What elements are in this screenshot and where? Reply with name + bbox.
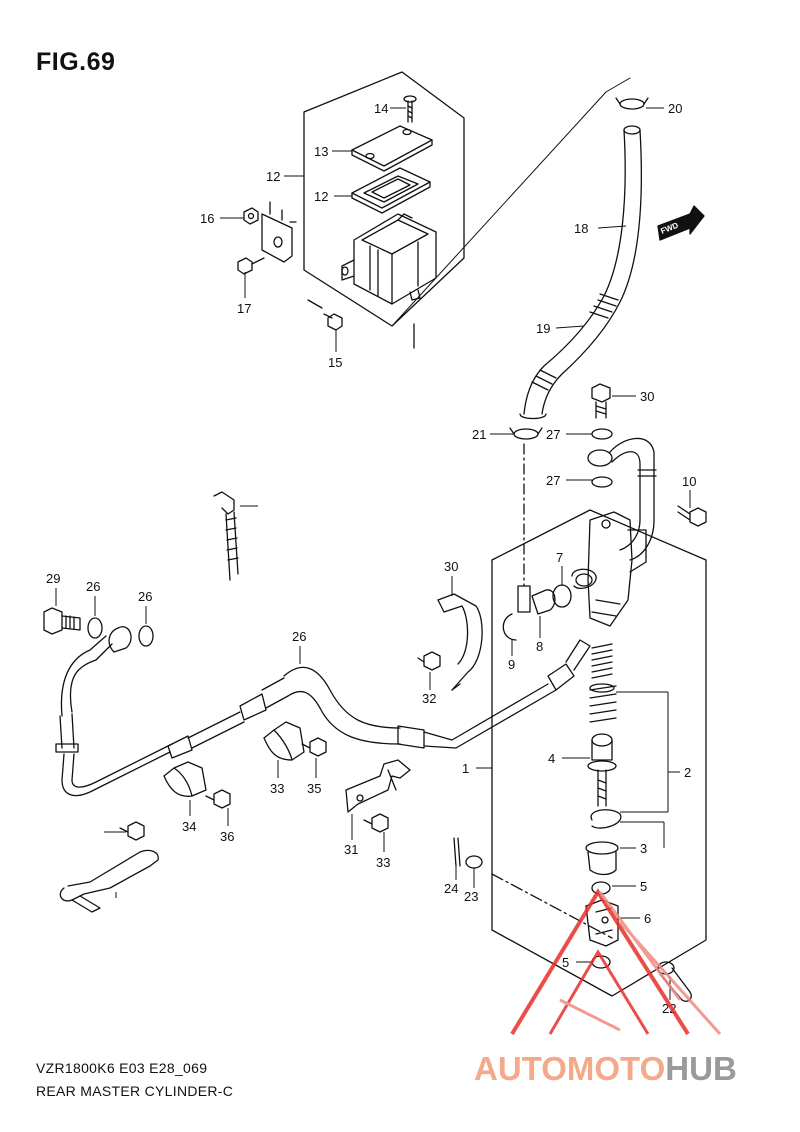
callout-26-left-1: 26: [86, 579, 100, 594]
callout-3: 3: [640, 841, 647, 856]
callout-33-lower: 36: [220, 829, 234, 844]
callout-5-lower: 5: [562, 955, 569, 970]
callout-6: 6: [644, 911, 651, 926]
callout-33-upper: 35: [307, 781, 321, 796]
callout-4: 4: [548, 751, 555, 766]
callout-18: 18: [574, 221, 588, 236]
watermark-text: AUTOMOTOHUB: [474, 1050, 737, 1087]
brake-hose: [55, 626, 591, 797]
mount-bolt-right: [677, 505, 707, 527]
reservoir-cap-screw: [403, 95, 417, 123]
callout-31: 33: [270, 781, 284, 796]
hose-bracket-upper: [437, 593, 483, 691]
callout-17: 17: [237, 301, 251, 316]
callout-23: 23: [464, 889, 478, 904]
callout-28: 30: [444, 559, 458, 574]
reservoir-bolt: [323, 313, 343, 331]
callout-14: 14: [374, 101, 388, 116]
callout-25: 26: [292, 629, 306, 644]
callout-27-top: 30: [640, 389, 654, 404]
master-cylinder-body: [571, 511, 647, 627]
callout-9: 9: [508, 657, 515, 672]
callout-5-upper: 5: [640, 879, 647, 894]
circlip: [590, 809, 622, 829]
callout-8: 8: [536, 639, 543, 654]
spring-bolt: [119, 821, 145, 841]
clevis-washer: [465, 855, 483, 869]
callout-30-upper: 32: [422, 691, 436, 706]
washer-top-1: [591, 428, 613, 440]
callout-26-top-1: 27: [546, 427, 560, 442]
figure-name: REAR MASTER CYLINDER-C: [36, 1083, 234, 1099]
frame-leader-2: [307, 299, 323, 309]
hose-bracket-lower: [345, 759, 411, 813]
clamp-bolt-33-upper: [301, 737, 327, 757]
banjo-bolt-left: [43, 607, 81, 635]
callout-15: 15: [328, 355, 342, 370]
hose-clamp-32: [163, 761, 207, 797]
callout-11: 12: [266, 169, 280, 184]
callout-26-left-2: 26: [138, 589, 152, 604]
callout-12: 12: [314, 189, 328, 204]
watermark-logo: [510, 888, 722, 1036]
figure-model-code: VZR1800K6 E03 E28_069: [36, 1060, 208, 1076]
leader-18: [597, 225, 627, 229]
hose-clamp-top: [615, 97, 649, 110]
bracket-bolt-upper: [417, 651, 441, 671]
watermark-text-part2: HUB: [665, 1050, 737, 1087]
reservoir-hose: [519, 125, 643, 420]
watermark-inner-triangle-icon: [548, 949, 650, 1035]
reservoir-body: [341, 213, 437, 305]
callout-1: 1: [462, 761, 469, 776]
banjo-bolt-top: [591, 383, 611, 419]
return-spring-hook: [59, 849, 159, 913]
watermark-text-part1: AUTOMOTO: [474, 1050, 665, 1087]
callout-10: 10: [682, 474, 696, 489]
callout-2: 2: [684, 765, 691, 780]
figure-title: FIG.69: [36, 48, 116, 76]
callout-30-lower: 33: [376, 855, 390, 870]
callout-19: 19: [536, 321, 550, 336]
callout-27-left: 29: [46, 571, 60, 586]
reservoir-group-frame: [303, 71, 465, 327]
hose-clip: [502, 613, 517, 641]
callout-29: 31: [344, 842, 358, 857]
frame-guide-line: [391, 91, 607, 327]
master-cylinder-frame: [491, 509, 707, 997]
callout-7: 7: [556, 550, 563, 565]
reservoir-diaphragm: [351, 167, 431, 214]
forward-direction-badge: [657, 205, 705, 241]
callout-24: 24: [444, 881, 458, 896]
reservoir-cap: [351, 125, 433, 172]
hose-clamp-bottom: [509, 427, 543, 440]
pin-alignment-line: [491, 873, 613, 939]
callout-32: 34: [182, 819, 196, 834]
bracket-bolt-lower: [363, 813, 389, 833]
o-ring: [552, 584, 572, 608]
hose-connector: [517, 585, 556, 615]
callout-26-top-2: 27: [546, 473, 560, 488]
watermark-triangle-icon: [510, 888, 690, 1036]
piston-pushrod: [587, 733, 617, 807]
callout-21: 21: [472, 427, 486, 442]
frame-guide-line-2: [605, 77, 631, 93]
brake-pipe-fitting: [587, 437, 657, 561]
washer-top-2: [591, 476, 613, 488]
leader-19: [555, 325, 585, 329]
callout-20: 20: [668, 101, 682, 116]
hose-clamp-31: [263, 721, 305, 761]
callout-16: 16: [200, 211, 214, 226]
callout-13: 13: [314, 144, 328, 159]
cotter-pin: [453, 837, 461, 867]
clamp-bolt-33-lower: [205, 789, 231, 809]
reservoir-mount-bracket: [237, 201, 297, 275]
dust-boot: [585, 841, 619, 876]
washer-left-1: [87, 617, 103, 639]
washer-left-2: [138, 625, 154, 647]
cable-tie: [213, 491, 239, 581]
return-spring: [589, 643, 617, 723]
